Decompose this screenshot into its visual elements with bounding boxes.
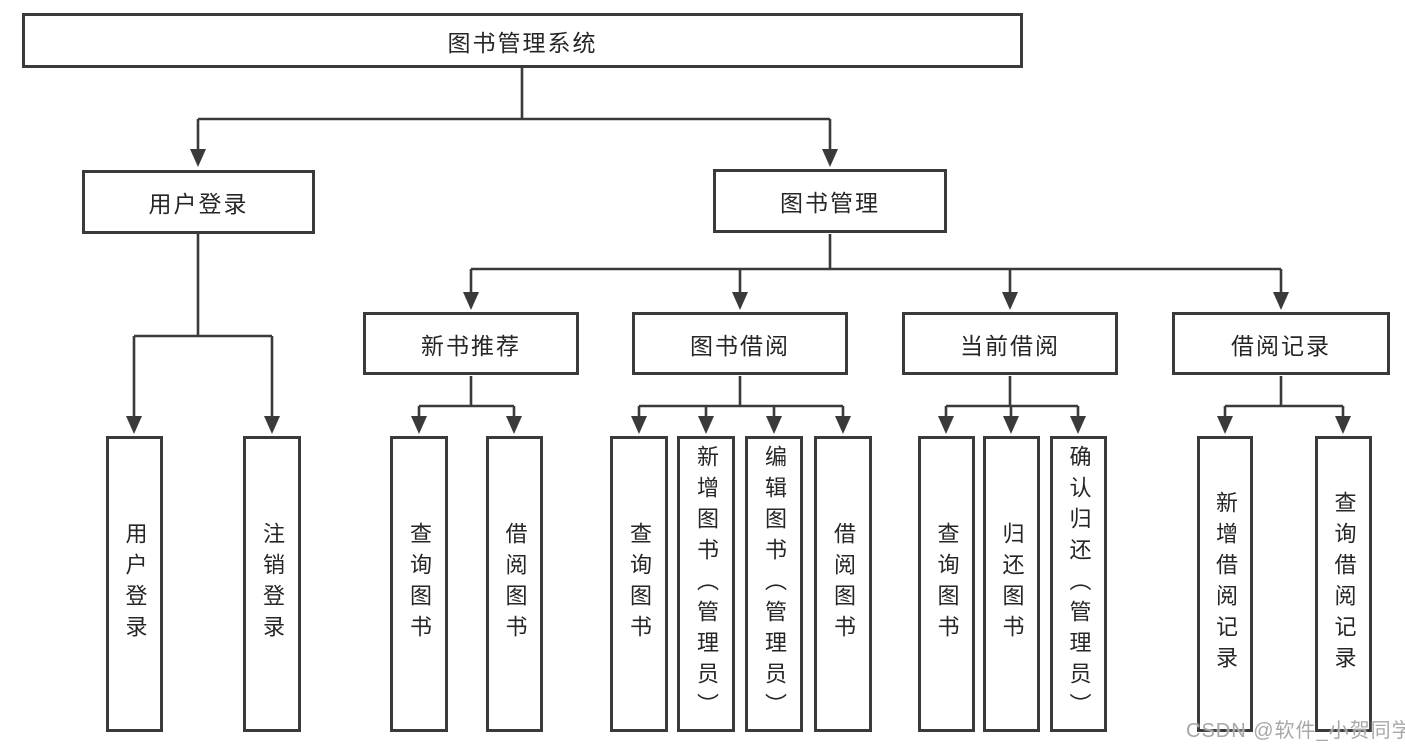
arrowhead-icon [264,416,280,434]
node-leaf-br-query-record-label: 查询借阅记录 [1331,491,1357,677]
node-leaf-user-login: 用户登录 [106,436,163,732]
node-borrowing-records: 借阅记录 [1172,312,1390,375]
node-new-book-recommend: 新书推荐 [363,312,579,375]
node-leaf-bb-borrow-books: 借阅图书 [814,436,872,732]
node-leaf-rec-borrow-books: 借阅图书 [486,436,543,732]
node-root-label: 图书管理系统 [447,29,598,56]
node-leaf-br-query-record: 查询借阅记录 [1315,436,1372,732]
node-leaf-bb-query-books: 查询图书 [610,436,668,732]
node-leaf-cb-confirm-return-label: 确认归还（管理员） [1066,444,1092,724]
node-leaf-cb-return-books: 归还图书 [983,436,1040,732]
node-leaf-bb-edit-books-label: 编辑图书（管理员） [762,444,787,724]
node-user-login-label: 用户登录 [148,191,249,217]
node-leaf-rec-borrow-books-label: 借阅图书 [502,522,528,646]
arrowhead-icon [1273,292,1289,310]
arrowhead-icon [631,416,647,434]
node-leaf-cb-query-books-label: 查询图书 [934,522,960,646]
arrowhead-icon [1003,416,1019,434]
node-borrowing-records-label: 借阅记录 [1231,332,1331,359]
node-book-management-label: 图书管理 [780,190,880,216]
node-book-borrowing-label: 图书借阅 [690,332,790,359]
arrowhead-icon [938,416,954,434]
node-user-login: 用户登录 [82,170,315,234]
node-current-borrowing-label: 当前借阅 [960,332,1060,359]
node-book-management: 图书管理 [713,169,947,233]
edges-book-borrowing-to-leaves [631,376,851,434]
arrowhead-icon [766,416,782,434]
arrowhead-icon [835,416,851,434]
node-leaf-bb-query-books-label: 查询图书 [627,522,652,646]
node-leaf-bb-add-books: 新增图书（管理员） [677,436,735,732]
arrowhead-icon [732,292,748,310]
edges-root-to-level1 [190,68,838,167]
node-leaf-cb-confirm-return: 确认归还（管理员） [1050,436,1107,732]
node-leaf-logout: 注销登录 [243,436,301,732]
edges-current-borrowing-to-leaves [938,376,1086,434]
arrowhead-icon [190,149,206,167]
node-root: 图书管理系统 [22,13,1023,68]
node-leaf-rec-query-books: 查询图书 [390,436,448,732]
edges-user-login-to-leaves [126,234,280,434]
arrowhead-icon [1217,416,1233,434]
edges-book-management-to-level2 [463,234,1289,310]
node-leaf-cb-query-books: 查询图书 [918,436,975,732]
node-new-book-recommend-label: 新书推荐 [421,332,521,359]
arrowhead-icon [1335,416,1351,434]
arrowhead-icon [1070,416,1086,434]
arrowhead-icon [411,416,427,434]
node-leaf-rec-query-books-label: 查询图书 [407,522,432,646]
node-leaf-bb-edit-books: 编辑图书（管理员） [745,436,803,732]
arrowhead-icon [698,416,714,434]
arrowhead-icon [506,416,522,434]
node-leaf-bb-borrow-books-label: 借阅图书 [831,522,856,646]
arrowhead-icon [822,149,838,167]
node-leaf-user-login-label: 用户登录 [122,522,148,646]
node-leaf-bb-add-books-label: 新增图书（管理员） [694,444,719,724]
edges-borrowing-records-to-leaves [1217,376,1351,434]
node-current-borrowing: 当前借阅 [902,312,1118,375]
csdn-watermark: CSDN @软件_小贺同学 [1186,720,1405,742]
node-leaf-cb-return-books-label: 归还图书 [999,522,1025,646]
arrowhead-icon [126,416,142,434]
node-leaf-br-add-record-label: 新增借阅记录 [1213,491,1238,677]
node-leaf-logout-label: 注销登录 [260,522,285,646]
arrowhead-icon [1002,292,1018,310]
arrowhead-icon [463,292,479,310]
node-book-borrowing: 图书借阅 [632,312,848,375]
node-leaf-br-add-record: 新增借阅记录 [1197,436,1253,732]
edges-new-book-recommend-to-leaves [411,376,522,434]
